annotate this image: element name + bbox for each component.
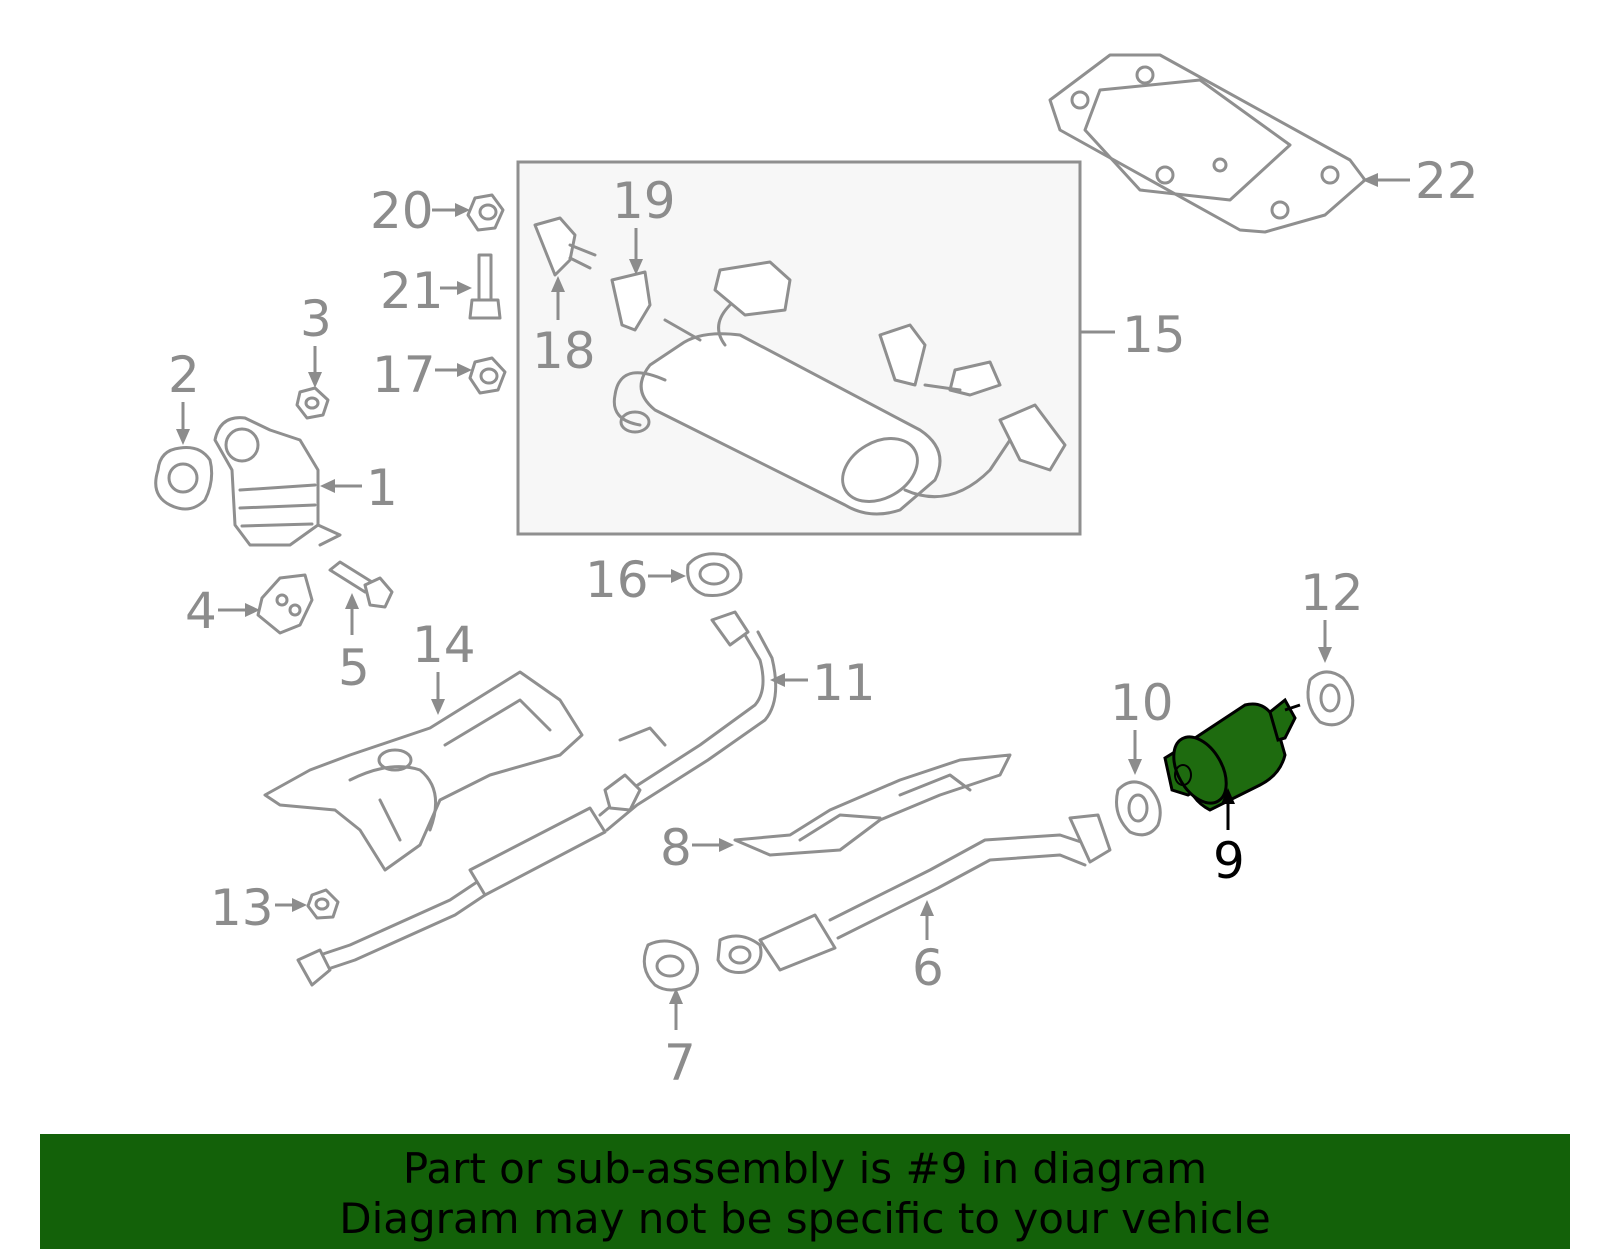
part-9-highlighted-converter[interactable] xyxy=(1163,697,1301,812)
exhaust-system-diagram: 22 15 19 18 xyxy=(154,53,1479,1092)
callout-12: 12 xyxy=(1300,564,1364,663)
callout-22: 22 xyxy=(1362,152,1479,210)
label-8: 8 xyxy=(660,819,692,877)
label-13: 13 xyxy=(210,879,274,937)
part-6-center-pipe[interactable] xyxy=(716,813,1112,974)
part-11-front-pipe[interactable] xyxy=(296,610,778,987)
callout-2: 2 xyxy=(168,346,200,445)
label-16: 16 xyxy=(585,551,649,609)
label-14: 14 xyxy=(412,616,476,674)
part-3-nut[interactable] xyxy=(295,386,330,420)
banner-line-2: Diagram may not be specific to your vehi… xyxy=(339,1194,1271,1243)
part-7-gasket[interactable] xyxy=(642,939,699,992)
part-5-bolt[interactable] xyxy=(328,560,394,609)
callout-15: 15 xyxy=(1080,306,1186,364)
callout-20: 20 xyxy=(370,182,470,240)
part-1-catalytic-converter[interactable] xyxy=(213,416,342,547)
callout-17: 17 xyxy=(372,346,472,404)
part-20-nut[interactable] xyxy=(466,193,505,232)
callout-14: 14 xyxy=(412,616,476,715)
callout-19: 19 xyxy=(612,172,676,275)
label-5: 5 xyxy=(338,639,370,697)
part-10-gasket[interactable] xyxy=(1115,780,1162,837)
callout-10: 10 xyxy=(1110,674,1174,775)
info-banner: Part or sub-assembly is #9 in diagram Di… xyxy=(40,1134,1570,1249)
label-15: 15 xyxy=(1122,306,1186,364)
label-21: 21 xyxy=(380,262,444,320)
label-9: 9 xyxy=(1213,832,1245,890)
label-18: 18 xyxy=(532,322,596,380)
callout-9: 9 xyxy=(1213,788,1245,890)
label-6: 6 xyxy=(912,939,944,997)
callout-16: 16 xyxy=(585,551,686,609)
banner-line-1: Part or sub-assembly is #9 in diagram xyxy=(402,1144,1208,1193)
part-15-rear-muffler-assembly[interactable] xyxy=(516,160,1082,536)
callout-1: 1 xyxy=(320,459,398,517)
callout-21: 21 xyxy=(380,262,472,320)
label-20: 20 xyxy=(370,182,434,240)
part-4-bracket[interactable] xyxy=(256,573,314,635)
part-22-heat-shield[interactable] xyxy=(1048,53,1367,234)
callout-13: 13 xyxy=(210,879,307,937)
label-2: 2 xyxy=(168,346,200,404)
label-3: 3 xyxy=(300,290,332,348)
label-17: 17 xyxy=(372,346,436,404)
part-8-heat-shield[interactable] xyxy=(733,753,1012,857)
callout-4: 4 xyxy=(185,582,260,640)
part-2-gasket[interactable] xyxy=(154,446,214,511)
label-12: 12 xyxy=(1300,564,1364,622)
label-10: 10 xyxy=(1110,674,1174,732)
label-1: 1 xyxy=(366,459,398,517)
callout-5: 5 xyxy=(338,593,370,697)
part-14-heat-shield[interactable] xyxy=(263,670,584,872)
label-22: 22 xyxy=(1415,152,1479,210)
callout-7: 7 xyxy=(664,988,696,1092)
part-21-bolt[interactable] xyxy=(468,253,502,320)
callout-3: 3 xyxy=(300,290,332,388)
label-7: 7 xyxy=(664,1034,696,1092)
label-19: 19 xyxy=(612,172,676,230)
part-13-nut[interactable] xyxy=(306,888,340,920)
part-16-gasket[interactable] xyxy=(686,552,743,597)
part-12-gasket[interactable] xyxy=(1306,670,1355,727)
label-11: 11 xyxy=(812,654,876,712)
label-4: 4 xyxy=(185,582,217,640)
callout-18: 18 xyxy=(532,276,596,380)
callout-8: 8 xyxy=(660,819,734,877)
callout-6: 6 xyxy=(912,900,944,997)
callout-11: 11 xyxy=(770,654,876,712)
part-17-nut[interactable] xyxy=(468,356,507,395)
